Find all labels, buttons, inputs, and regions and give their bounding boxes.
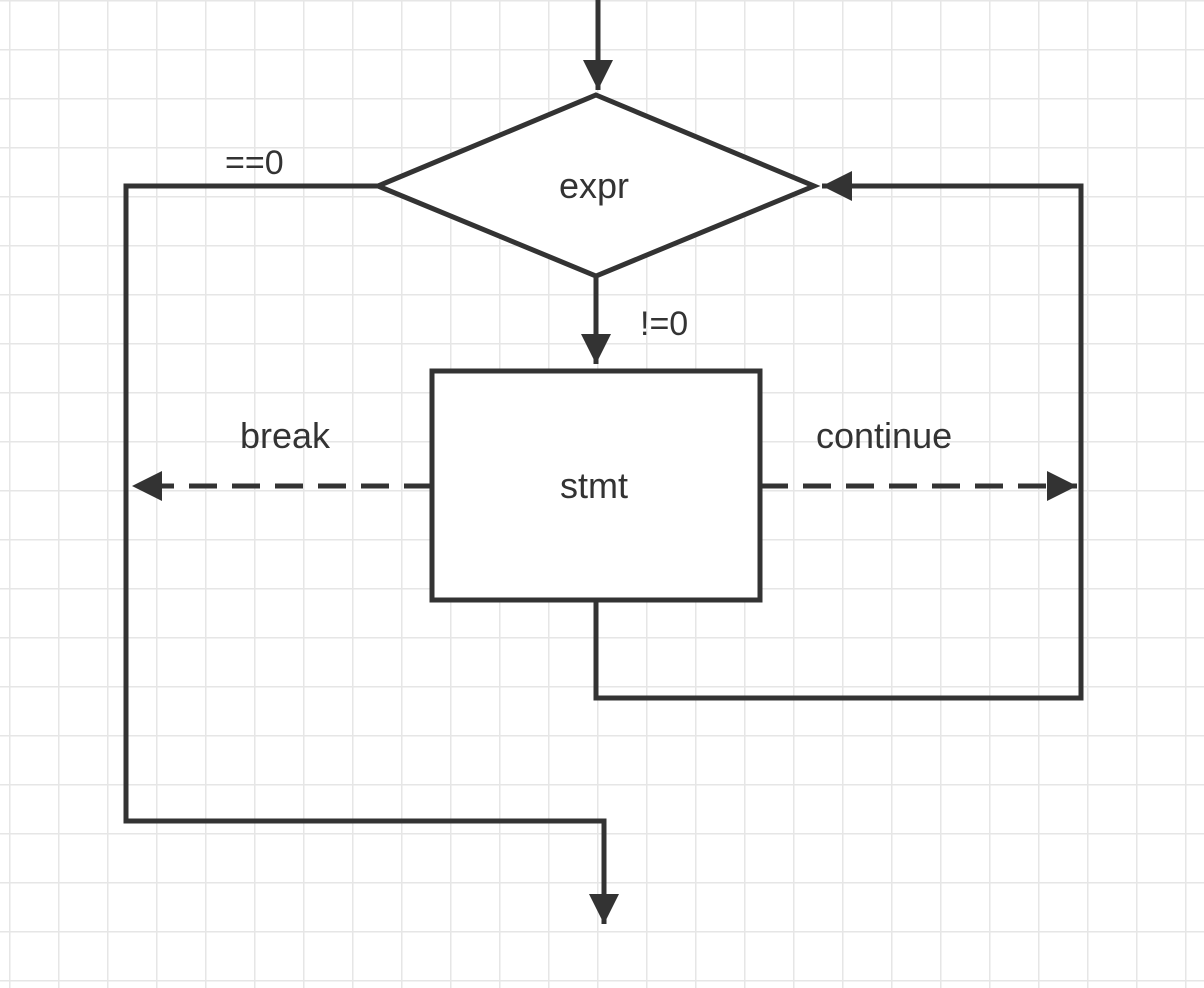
decision-label: expr — [559, 165, 629, 206]
continue-label: continue — [816, 415, 952, 456]
process-box[interactable] — [429, 368, 763, 603]
process-label: stmt — [560, 465, 628, 506]
true-branch-label: !=0 — [640, 305, 688, 343]
false-branch-path — [123, 183, 619, 924]
loop-back-path — [593, 171, 1084, 701]
break-label: break — [240, 415, 331, 456]
false-branch-label: ==0 — [225, 144, 284, 182]
